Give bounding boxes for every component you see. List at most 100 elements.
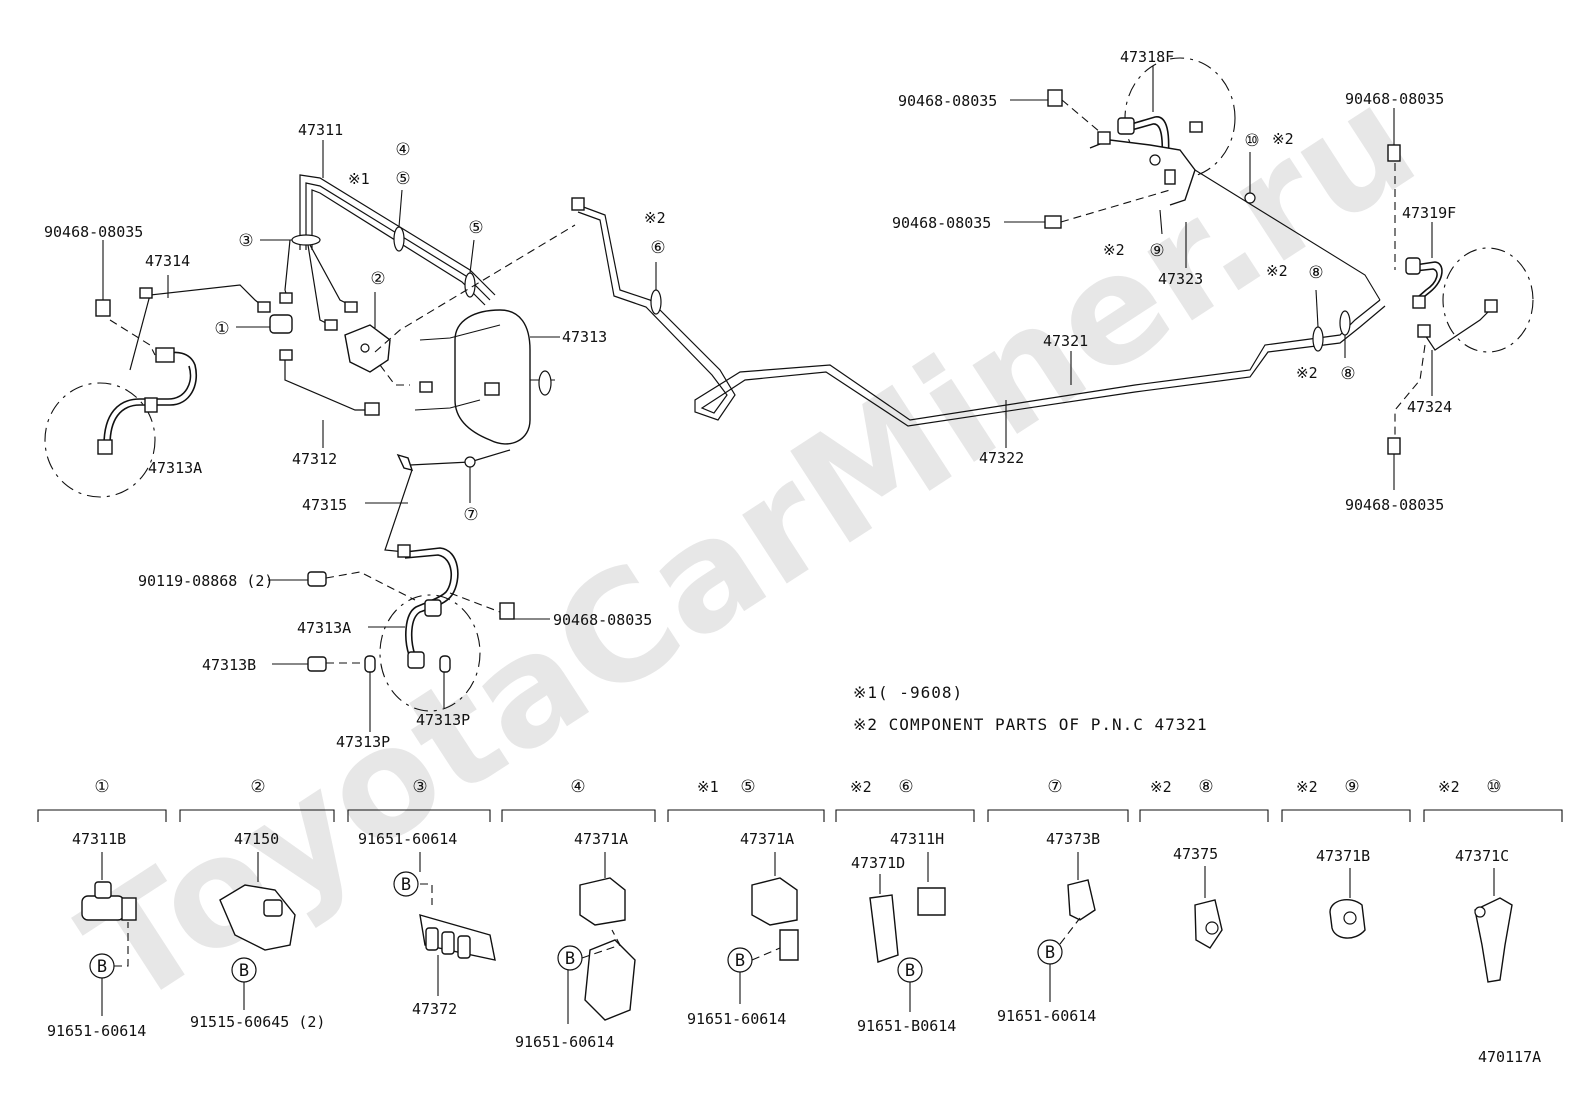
svg-text:B: B	[401, 875, 411, 895]
clamp-icon	[584, 939, 636, 1021]
header-5: ⑤	[740, 777, 755, 797]
clip-bracket-icon	[499, 602, 515, 620]
label-47313P: 47313P	[416, 711, 470, 729]
label-90468-08035: 90468-08035	[898, 92, 997, 110]
rear-right-caliper	[1387, 108, 1534, 490]
bolt-91651-60614: 91651-60614	[997, 1007, 1096, 1025]
label-47323: 47323	[1158, 270, 1203, 288]
header-10: ⑩	[1486, 777, 1501, 797]
ref-2: ※2	[1272, 130, 1294, 148]
label-47319F: 47319F	[1402, 204, 1456, 222]
part-47371D: 47371D	[851, 854, 905, 872]
bolt-b-icon	[393, 871, 419, 897]
main-tube-bundle	[236, 140, 576, 448]
front-right-line	[365, 449, 511, 553]
header-6: ⑥	[898, 777, 913, 797]
part-47371A: 47371A	[574, 830, 628, 848]
label-47324: 47324	[1407, 398, 1452, 416]
label-47313P: 47313P	[336, 733, 390, 751]
clip-bracket-icon	[1047, 89, 1063, 107]
ref-2: ※2	[1296, 364, 1318, 382]
marker-9: ⑨	[1149, 241, 1164, 261]
svg-text:B: B	[735, 951, 745, 971]
bolt-91651-60614: 91651-60614	[47, 1022, 146, 1040]
rear-brake-line	[571, 152, 1386, 448]
part-47371A: 47371A	[740, 830, 794, 848]
header-4: ④	[570, 777, 585, 797]
label-47322: 47322	[979, 449, 1024, 467]
ref-2: ※2	[1266, 262, 1288, 280]
master-cylinder-booster	[414, 309, 560, 445]
label-90468-08035: 90468-08035	[1345, 496, 1444, 514]
svg-text:B: B	[239, 961, 249, 981]
label-47315: 47315	[302, 496, 347, 514]
header-ref-5: ※1	[697, 778, 719, 796]
marker-6: ⑥	[650, 238, 665, 258]
label-90468-08035: 90468-08035	[44, 223, 143, 241]
clip-bracket-icon	[1387, 437, 1401, 455]
bolt-91651-B0614: 91651-B0614	[857, 1017, 956, 1035]
part-47311B: 47311B	[72, 830, 126, 848]
header-ref-8: ※2	[1150, 778, 1172, 796]
header-ref-9: ※2	[1296, 778, 1318, 796]
marker-1: ①	[214, 319, 229, 339]
header-ref-6: ※2	[850, 778, 872, 796]
label-47314: 47314	[145, 252, 190, 270]
three-way-joint-icon	[81, 895, 125, 921]
header-7: ⑦	[1047, 777, 1062, 797]
label-47318F: 47318F	[1120, 48, 1174, 66]
three-way-joint-icon	[269, 314, 293, 334]
marker-8: ⑧	[1340, 364, 1355, 384]
bracket-icon	[1474, 897, 1513, 983]
front-right-caliper	[268, 544, 550, 732]
header-ref-10: ※2	[1438, 778, 1460, 796]
label-90468-08035: 90468-08035	[892, 214, 991, 232]
clip-bracket-icon	[95, 299, 111, 317]
header-1: ①	[94, 777, 109, 797]
part-47371C: 47371C	[1455, 847, 1509, 865]
part-47311H: 47311H	[890, 830, 944, 848]
marker-7: ⑦	[463, 505, 478, 525]
rear-left-caliper	[1004, 57, 1236, 268]
svg-text:B: B	[97, 957, 107, 977]
part-47372: 47372	[412, 1000, 457, 1018]
front-left-brake-assembly	[44, 240, 271, 498]
bolt-91651-60614: 91651-60614	[358, 830, 457, 848]
diagram-code: 470117A	[1478, 1048, 1541, 1066]
clip-bracket-icon	[1044, 215, 1062, 229]
part-47150: 47150	[234, 830, 279, 848]
bolt-91515-60645: 91515-60645 (2)	[190, 1013, 325, 1031]
left-brake-disc	[44, 382, 156, 498]
marker-3: ③	[238, 231, 253, 251]
bolt-91651-60614: 91651-60614	[687, 1010, 786, 1028]
clip-icon	[917, 887, 946, 916]
label-90119-08868: 90119-08868 (2)	[138, 572, 273, 590]
ref-1: ※1	[348, 170, 370, 188]
ref-2: ※2	[644, 209, 666, 227]
clamp-icon	[869, 894, 899, 963]
label-47313A: 47313A	[297, 619, 351, 637]
part-47371B: 47371B	[1316, 847, 1370, 865]
svg-text:B: B	[1045, 943, 1055, 963]
label-47313: 47313	[562, 328, 607, 346]
part-47373B: 47373B	[1046, 830, 1100, 848]
svg-text:B: B	[905, 961, 915, 981]
svg-text:B: B	[565, 949, 575, 969]
note-1: ※1( -9608)	[853, 683, 963, 702]
marker-10: ⑩	[1244, 131, 1259, 151]
header-8: ⑧	[1198, 777, 1213, 797]
label-47312: 47312	[292, 450, 337, 468]
marker-5: ⑤	[468, 218, 483, 238]
ref-2: ※2	[1103, 241, 1125, 259]
header-2: ②	[250, 777, 265, 797]
label-47321: 47321	[1043, 332, 1088, 350]
part-47375: 47375	[1173, 845, 1218, 863]
note-2: ※2 COMPONENT PARTS OF P.N.C 47321	[853, 715, 1208, 734]
header-9: ⑨	[1344, 777, 1359, 797]
label-47311: 47311	[298, 121, 343, 139]
clip-bracket-icon	[1387, 144, 1401, 162]
clamp-icon	[751, 877, 798, 926]
header-3: ③	[412, 777, 427, 797]
marker-2: ②	[370, 269, 385, 289]
